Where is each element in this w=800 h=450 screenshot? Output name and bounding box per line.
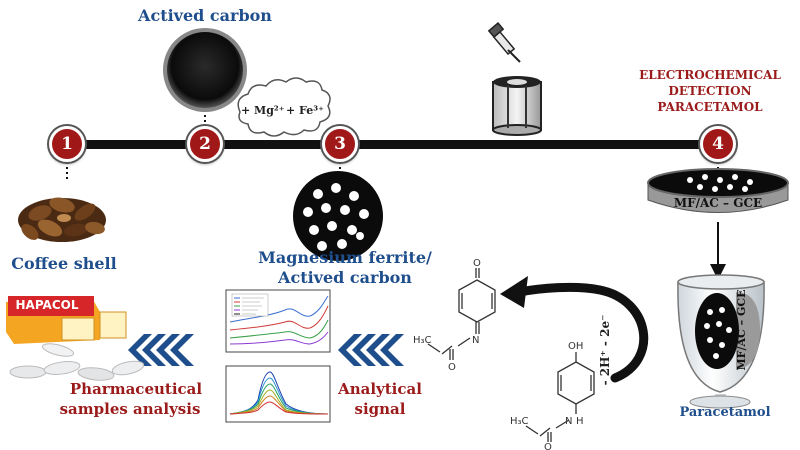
svg-text:H: H (576, 416, 584, 427)
label-ec-line3: PARACETAMOL (657, 100, 763, 114)
pipette-icon (487, 22, 521, 63)
step-marker-4: 4 (700, 126, 736, 162)
chevron-left-icon (338, 334, 404, 366)
tablet-icon (6, 296, 145, 381)
carbon-powder-icon (163, 28, 247, 112)
label-analytical-line2: signal (354, 400, 406, 418)
chevron-left-icon-2 (128, 334, 194, 366)
electrode-icon (647, 168, 789, 213)
glass-cell-icon (677, 274, 765, 409)
curved-arrow (500, 276, 649, 383)
svg-text:O: O (473, 258, 481, 269)
label-actived-carbon: Actived carbon (138, 6, 272, 25)
ion-cloud (237, 77, 331, 137)
svg-text:N: N (565, 416, 572, 427)
label-coffee-shell: Coffee shell (11, 254, 117, 273)
ion-fe: + Fe³⁺ (286, 104, 324, 117)
label-paracetamol: Paracetamol (679, 405, 771, 420)
label-pharma-line2: samples analysis (59, 400, 201, 418)
dpv-plot-thumbnail (225, 365, 331, 423)
label-electrode-vertical: MF/AC – GCE (735, 289, 748, 371)
step-marker-2: 2 (187, 126, 223, 162)
label-electrode: MF/AC – GCE (673, 196, 763, 210)
label-mf-ac-line2: Actived carbon (278, 268, 412, 287)
composite-disc-icon (293, 171, 383, 261)
label-analytical-line1: Analytical (338, 380, 422, 398)
svg-text:N: N (472, 335, 479, 346)
svg-text:OH: OH (568, 341, 583, 352)
svg-text:H₃C: H₃C (510, 416, 529, 427)
paracetamol-atoms: OH N H O H₃C (510, 341, 584, 450)
svg-text:H₃C: H₃C (413, 335, 432, 346)
label-brand: HAPACOL (15, 298, 79, 312)
label-ec-line1: ELECTROCHEMICAL (639, 68, 781, 82)
ion-mg: + Mg²⁺ (241, 104, 285, 117)
svg-text:O: O (544, 442, 552, 450)
svg-text:O: O (448, 362, 456, 373)
quinone-imine-structure (427, 268, 496, 360)
label-pharma-line1: Pharmaceutical (69, 380, 203, 398)
paracetamol-structure (525, 352, 595, 442)
cv-plot-thumbnail (225, 289, 331, 353)
quinone-atoms: O N O H₃C (413, 258, 481, 373)
label-reaction: - 2H⁺ - 2e⁻ (598, 314, 612, 386)
cell-beaker-icon (492, 76, 542, 136)
timeline-bar (62, 140, 728, 149)
step-marker-3: 3 (322, 126, 358, 162)
coffee-shell-icon (18, 197, 106, 242)
label-ec-line2: DETECTION (668, 84, 752, 98)
step-marker-1: 1 (49, 126, 85, 162)
label-mf-ac-line1: Magnesium ferrite/ (258, 248, 432, 267)
